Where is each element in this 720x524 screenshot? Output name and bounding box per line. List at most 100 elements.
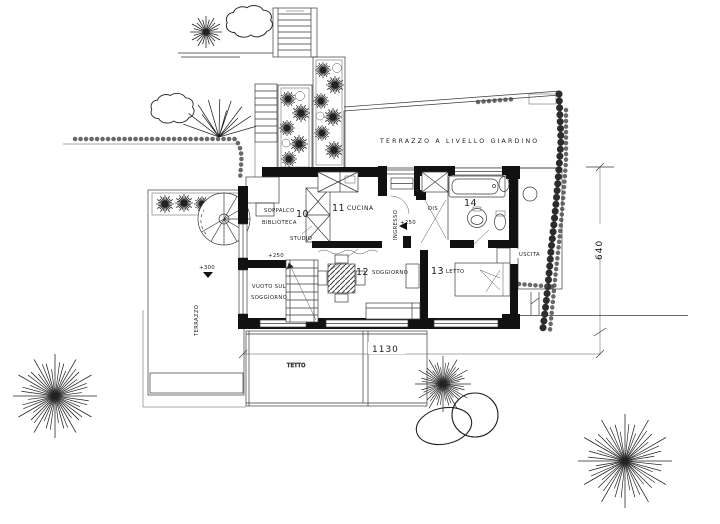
- planting-bed-a: [278, 84, 312, 170]
- dining-table: [317, 254, 366, 303]
- tree-starburst-top: [190, 16, 222, 48]
- wall-left-b: [238, 258, 248, 270]
- level-marker-250b: [399, 222, 407, 230]
- dim-width-bg: [368, 342, 406, 354]
- terrace-left-flowerbed: [149, 372, 244, 394]
- bagno-number: 14: [464, 198, 477, 209]
- hatched-corner: [245, 176, 280, 204]
- level-marker-250a: [273, 260, 283, 266]
- vuoto-label-2: SOGGIORNO: [251, 295, 287, 301]
- wall-porch-right: [414, 166, 420, 196]
- terrace-garden-edge: [343, 90, 561, 108]
- garden-stairs-top: [272, 7, 318, 58]
- bed-plant: [156, 195, 174, 213]
- terrace-level-label: +300: [199, 265, 215, 271]
- tree-palm-left: [183, 99, 256, 137]
- bathtub: [448, 175, 506, 198]
- dis-label: DIS: [428, 206, 438, 212]
- stair-level-label: +250: [268, 253, 284, 259]
- soppalco-number: 10: [296, 209, 309, 220]
- hedge-left: [72, 136, 244, 183]
- wall-left-c: [238, 314, 248, 329]
- dim-width-label: 1130: [372, 345, 399, 355]
- dim-ticks: [238, 162, 688, 359]
- lower-garden-trees: [13, 354, 672, 508]
- soppalco-label-2: BIBLIOTECA: [262, 220, 297, 226]
- entry-level-label: +250: [400, 220, 416, 226]
- roof-label: TETTO: [286, 363, 306, 369]
- building: +250: [238, 166, 545, 329]
- terrace-planter-box: [528, 93, 557, 105]
- wall-soggiorno-letto: [420, 250, 428, 322]
- wall-bath-bottom-l: [450, 240, 474, 248]
- studio-leader: [301, 225, 313, 235]
- uscita-label-group: USCITA: [517, 249, 545, 258]
- wall-left-a: [238, 186, 248, 224]
- hedge-top: [475, 96, 518, 105]
- tree-canopy-2: [415, 406, 473, 446]
- wall-vuoto: [247, 260, 288, 268]
- terrace-garden-paving: [343, 94, 561, 169]
- garden-gate: [530, 292, 540, 315]
- soggiorno-label: SOGGIORNO: [372, 270, 408, 276]
- entry-porch: [387, 169, 414, 215]
- hatched-pier-uscita: [496, 247, 511, 265]
- upper-garden: [63, 5, 345, 183]
- vuoto-label-1: VUOTO SUL: [252, 284, 286, 290]
- studio-desk: [255, 202, 275, 217]
- dim-depth-label: 640: [595, 240, 605, 260]
- door-leaves-dis: [420, 199, 447, 244]
- tree-cloud-left: [150, 92, 195, 124]
- dimensions: 1130 640: [238, 162, 688, 359]
- window-bath: [450, 166, 508, 176]
- garden-stairs-mid: [254, 83, 278, 177]
- stairs-interior: [285, 259, 319, 323]
- windows-bottom: [259, 319, 499, 328]
- retaining-wall-line: [178, 52, 273, 58]
- tree-cloud-top: [225, 5, 273, 38]
- wall-bath-bottom-r: [488, 240, 518, 248]
- cucina-number: 11: [332, 203, 345, 214]
- dim-depth-bg: [591, 224, 604, 256]
- wardrobe-column: [305, 187, 331, 243]
- wall-top-closet: [420, 166, 452, 176]
- bath-wc: [494, 210, 506, 231]
- hedge-right: [539, 90, 565, 332]
- terrace-left-label: TERRAZZO: [194, 305, 200, 337]
- bed: [454, 262, 511, 297]
- letto-number: 13: [431, 266, 444, 277]
- wall-kitchen-bottom: [312, 241, 382, 248]
- sofa: [365, 302, 421, 320]
- soggiorno-number: 12: [356, 267, 369, 278]
- terrace-garden-label: TERRAZZO A LIVELLO GIARDINO: [379, 138, 539, 145]
- terrace-left: +300 TERRAZZO: [142, 190, 251, 408]
- wall-right-c: [510, 264, 518, 314]
- wall-corner-ne: [506, 166, 520, 179]
- door-leaf-bath: [473, 229, 490, 245]
- planting-bed-b: [313, 56, 345, 169]
- tree-canopy-1: [451, 392, 499, 438]
- wall-dis-top: [416, 190, 426, 200]
- window-left-a: [238, 223, 248, 259]
- cabinet-hatched: [405, 263, 420, 289]
- wall-right-a: [509, 179, 518, 236]
- wall-soggiorno-stub: [403, 236, 411, 248]
- level-marker-300: [203, 272, 213, 278]
- window-left-b: [238, 269, 248, 315]
- curtain-line: [317, 249, 379, 255]
- soppalco-label-1: SOPPALCO: [264, 208, 295, 214]
- closet-dis: [421, 171, 449, 193]
- bed-plant: [175, 194, 193, 212]
- bath-lavabo: [467, 206, 487, 228]
- wall-porch-left: [378, 166, 387, 196]
- hedge-right-inner: [547, 107, 569, 333]
- letto-label: LETTO: [446, 269, 465, 275]
- ingresso-label: INGRESSO: [393, 210, 399, 240]
- studio-label: STUDIO: [290, 236, 312, 242]
- kitchen-counter: [317, 171, 359, 193]
- path-bush: [522, 186, 538, 202]
- terrace-outer-line: [142, 310, 246, 408]
- bath-sink: [498, 176, 510, 192]
